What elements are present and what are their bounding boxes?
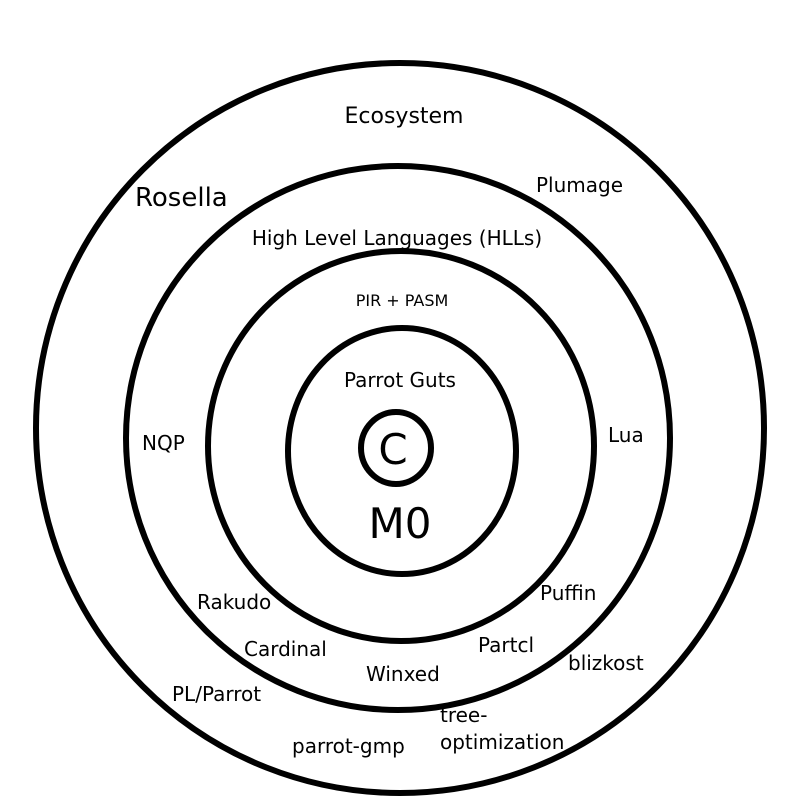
pir-ring: [205, 248, 597, 644]
eco-parrot-gmp: parrot-gmp: [292, 734, 405, 758]
eco-tree-optimization-line1: tree-: [440, 703, 487, 727]
eco-pl-parrot: PL/Parrot: [172, 682, 261, 706]
guts-ring: [285, 325, 519, 577]
eco-blizkost: blizkost: [568, 651, 644, 675]
c-core-ring: [358, 409, 434, 487]
hll-cardinal: Cardinal: [244, 637, 327, 661]
c-label: C: [378, 425, 407, 474]
ecosystem-ring: [33, 60, 767, 796]
pir-pasm-title: PIR + PASM: [356, 291, 449, 310]
hll-nqp: NQP: [142, 431, 185, 455]
eco-plumage: Plumage: [536, 173, 623, 197]
hll-ring: [123, 163, 673, 713]
ecosystem-title: Ecosystem: [345, 104, 464, 129]
hll-winxed: Winxed: [366, 662, 440, 686]
parrot-guts-title: Parrot Guts: [344, 368, 456, 392]
hll-title: High Level Languages (HLLs): [252, 226, 542, 250]
hll-rakudo: Rakudo: [197, 590, 271, 614]
hll-lua: Lua: [608, 423, 644, 447]
eco-rosella: Rosella: [135, 183, 228, 213]
hll-puffin: Puffin: [540, 581, 596, 605]
eco-tree-optimization-line2: optimization: [440, 730, 564, 754]
hll-partcl: Partcl: [478, 633, 534, 657]
m0-label: M0: [369, 499, 432, 548]
